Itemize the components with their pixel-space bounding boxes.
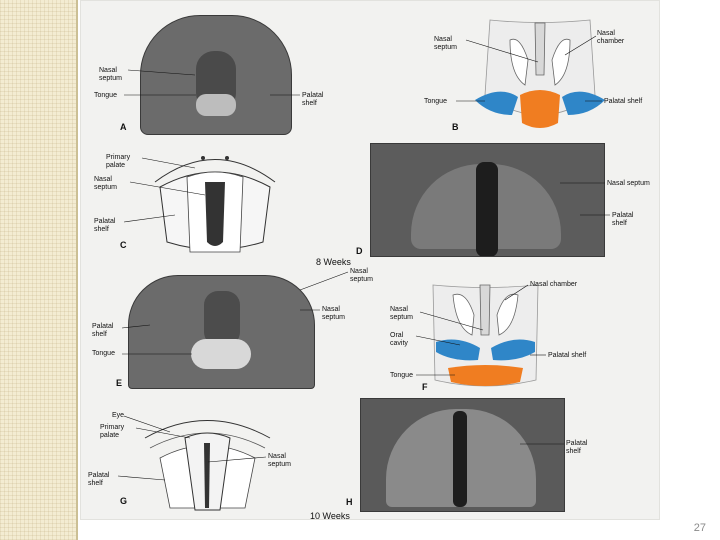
panel-e-nasal-septum-label: Nasal septum [322, 306, 345, 321]
panel-f-nasal-chamber-label: Nasal chamber [530, 281, 578, 288]
panel-g-eye-label: Eye [112, 412, 125, 419]
panel-h-palatal-shelf-label: Palatal shelf [566, 440, 588, 455]
panel-f-tongue-label: Tongue [390, 372, 413, 379]
panel-b-nasal-septum-label: Nasal septum [434, 36, 457, 51]
panel-d-nasal-septum-label: Nasal septum [607, 180, 650, 187]
panel-b-tongue-label: Tongue [424, 98, 447, 105]
panel-g-drawing [140, 408, 275, 518]
panel-c-drawing [145, 142, 285, 257]
panel-a-nasal-septum-label: Nasal septum [99, 67, 122, 82]
panel-f-letter: F [422, 382, 428, 392]
panel-e-palatal-shelf-label: Palatal shelf [92, 323, 114, 338]
panel-g-nasal-septum-label: Nasal septum [268, 453, 291, 468]
caption-8-weeks: 8 Weeks [316, 257, 351, 267]
panel-g-primary-palate-label: Primary palate [100, 424, 125, 439]
panel-d-palatal-shelf-label: Palatal shelf [612, 212, 634, 227]
panel-f-nasal-septum-label: Nasal septum [390, 306, 413, 321]
panel-c-nasal-septum-label: Nasal septum [94, 176, 117, 191]
panel-b-palatal-shelf-label: Palatal shelf [604, 98, 643, 105]
panel-a-palatal-shelf-label: Palatal shelf [302, 92, 324, 107]
panel-d-letter: D [356, 246, 363, 256]
panel-c-primary-palate-label: Primary palate [106, 154, 131, 169]
panel-e-nasal-septum-top-label: Nasal septum [350, 268, 373, 283]
panel-a-tongue-label: Tongue [94, 92, 117, 99]
panel-e-micrograph [128, 275, 315, 389]
panel-b-nasal-chamber-label: Nasal chamber [597, 30, 625, 45]
panel-c-palatal-shelf-label: Palatal shelf [94, 218, 116, 233]
panel-h-letter: H [346, 497, 353, 507]
panel-f-oral-cavity-label: Oral cavity [390, 332, 408, 347]
panel-c-letter: C [120, 240, 127, 250]
panel-g-letter: G [120, 496, 128, 506]
panel-f-palatal-shelf-label: Palatal shelf [548, 352, 587, 359]
panel-e-letter: E [116, 378, 123, 388]
slide-sidebar-texture [0, 0, 78, 540]
panel-a-letter: A [120, 122, 127, 132]
panel-h-micrograph [360, 398, 565, 512]
panel-e-tongue-label: Tongue [92, 350, 115, 357]
page-number: 27 [693, 522, 706, 534]
panel-b-letter: B [452, 122, 459, 132]
panel-a-micrograph [140, 15, 292, 135]
panel-g-palatal-shelf-label: Palatal shelf [88, 472, 110, 487]
caption-10-weeks: 10 Weeks [310, 511, 350, 521]
panel-d-micrograph [370, 143, 605, 257]
panel-b-illustration [470, 15, 610, 135]
panel-f-illustration [428, 280, 543, 392]
